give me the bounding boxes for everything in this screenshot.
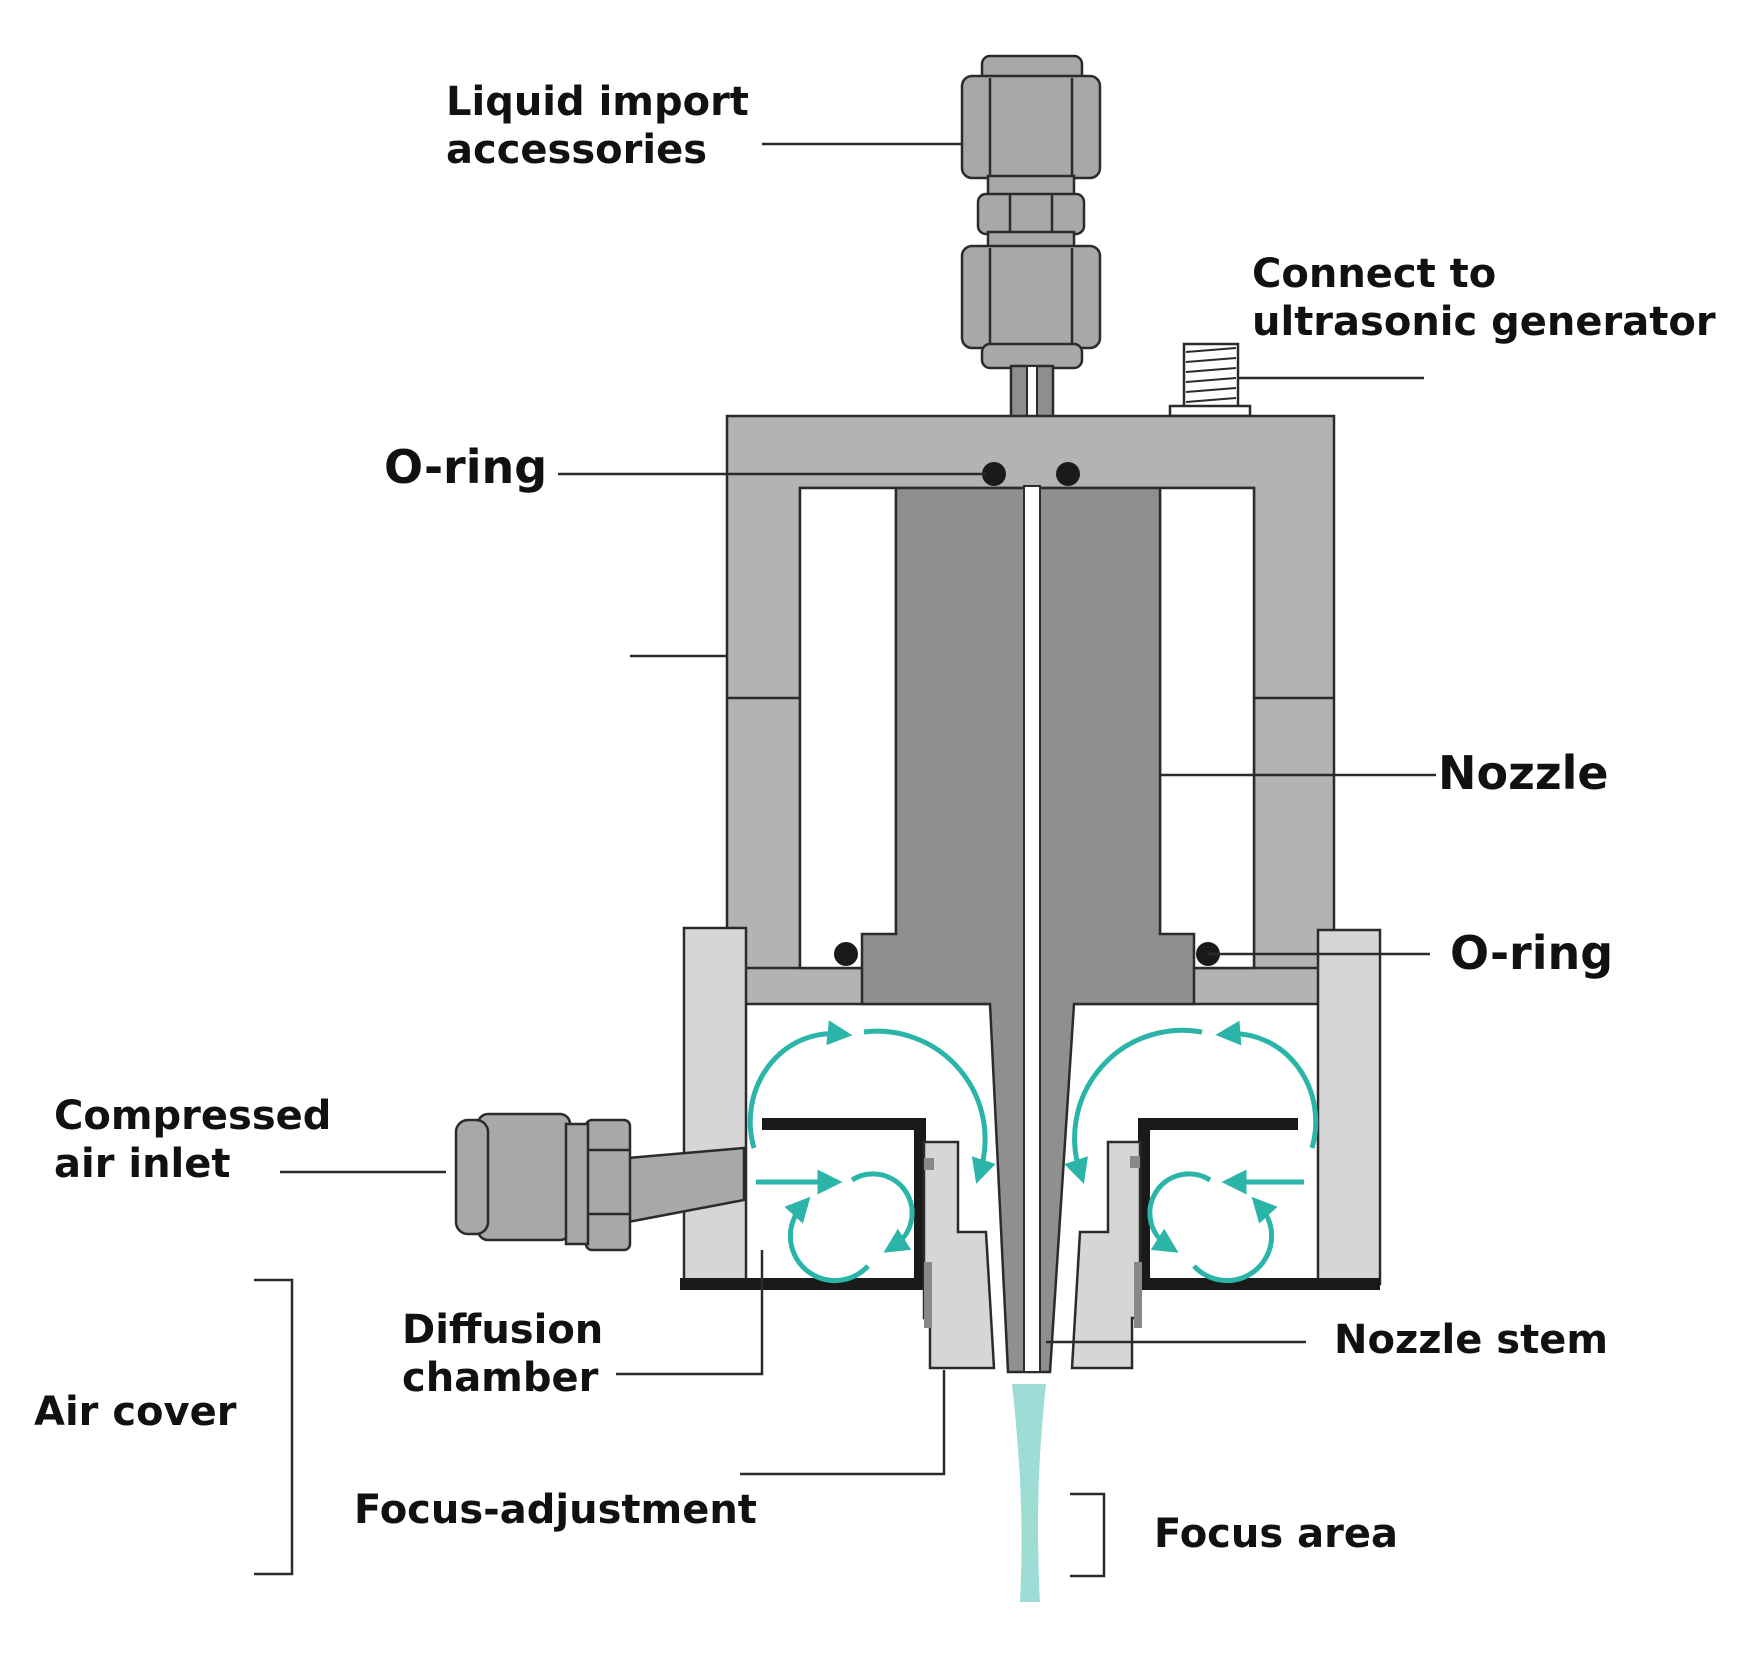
label-line: Diffusion — [402, 1307, 604, 1353]
spray-focus — [1012, 1384, 1046, 1602]
nozzle — [860, 485, 1196, 1374]
airflow-arrow — [850, 1171, 915, 1253]
airflow-arrow — [784, 1196, 870, 1284]
air-cover — [680, 926, 1382, 1370]
label-line: Nozzle stem — [1334, 1317, 1609, 1363]
label-o-ring-top: O-ring — [384, 440, 547, 495]
label-line: ultrasonic generator — [1252, 299, 1716, 345]
label-nozzle-stem: Nozzle stem — [1334, 1316, 1608, 1364]
label-line: Air cover — [34, 1389, 237, 1435]
label-liquid-import-accessories: Liquid import accessories — [446, 78, 749, 174]
label-line: O-ring — [1450, 926, 1614, 980]
airflow-arrow — [1215, 1020, 1319, 1149]
label-line: air inlet — [54, 1141, 231, 1187]
label-nozzle: Nozzle — [1438, 746, 1609, 801]
o-ring-top-right — [1056, 462, 1080, 486]
label-line: Focus-adjustment — [354, 1487, 757, 1533]
label-line: Liquid import — [446, 79, 749, 125]
label-diffusion-chamber: Diffusion chamber — [402, 1306, 603, 1402]
airflow-arrow — [1192, 1196, 1278, 1284]
airflow-arrows — [747, 1020, 1319, 1284]
air-inlet-fitting — [454, 1112, 746, 1252]
label-focus-adjustment: Focus-adjustment — [354, 1486, 757, 1534]
label-air-cover: Air cover — [34, 1388, 236, 1436]
airflow-arrow — [747, 1020, 853, 1149]
label-compressed-air-inlet: Compressed air inlet — [54, 1092, 331, 1188]
liquid-import-fitting — [960, 54, 1102, 370]
label-line: chamber — [402, 1355, 599, 1401]
o-ring-bottom-left — [834, 942, 858, 966]
o-ring-top-left — [982, 462, 1006, 486]
label-line: accessories — [446, 127, 708, 173]
airflow-arrow — [1064, 1027, 1203, 1184]
leader-lines — [254, 142, 1436, 1578]
label-o-ring-right: O-ring — [1450, 926, 1613, 981]
airflow-arrow — [863, 1028, 996, 1184]
label-focus-area: Focus area — [1154, 1510, 1398, 1558]
label-line: O-ring — [384, 440, 548, 494]
label-line: Nozzle — [1438, 746, 1609, 800]
airflow-arrow — [1147, 1171, 1212, 1253]
label-line: Compressed — [54, 1093, 332, 1139]
label-line: Connect to — [1252, 251, 1497, 297]
o-rings — [834, 462, 1220, 966]
label-connect-ultrasonic-generator: Connect to ultrasonic generator — [1252, 250, 1716, 346]
generator-connector — [1168, 342, 1252, 418]
label-line: Focus area — [1154, 1511, 1398, 1557]
